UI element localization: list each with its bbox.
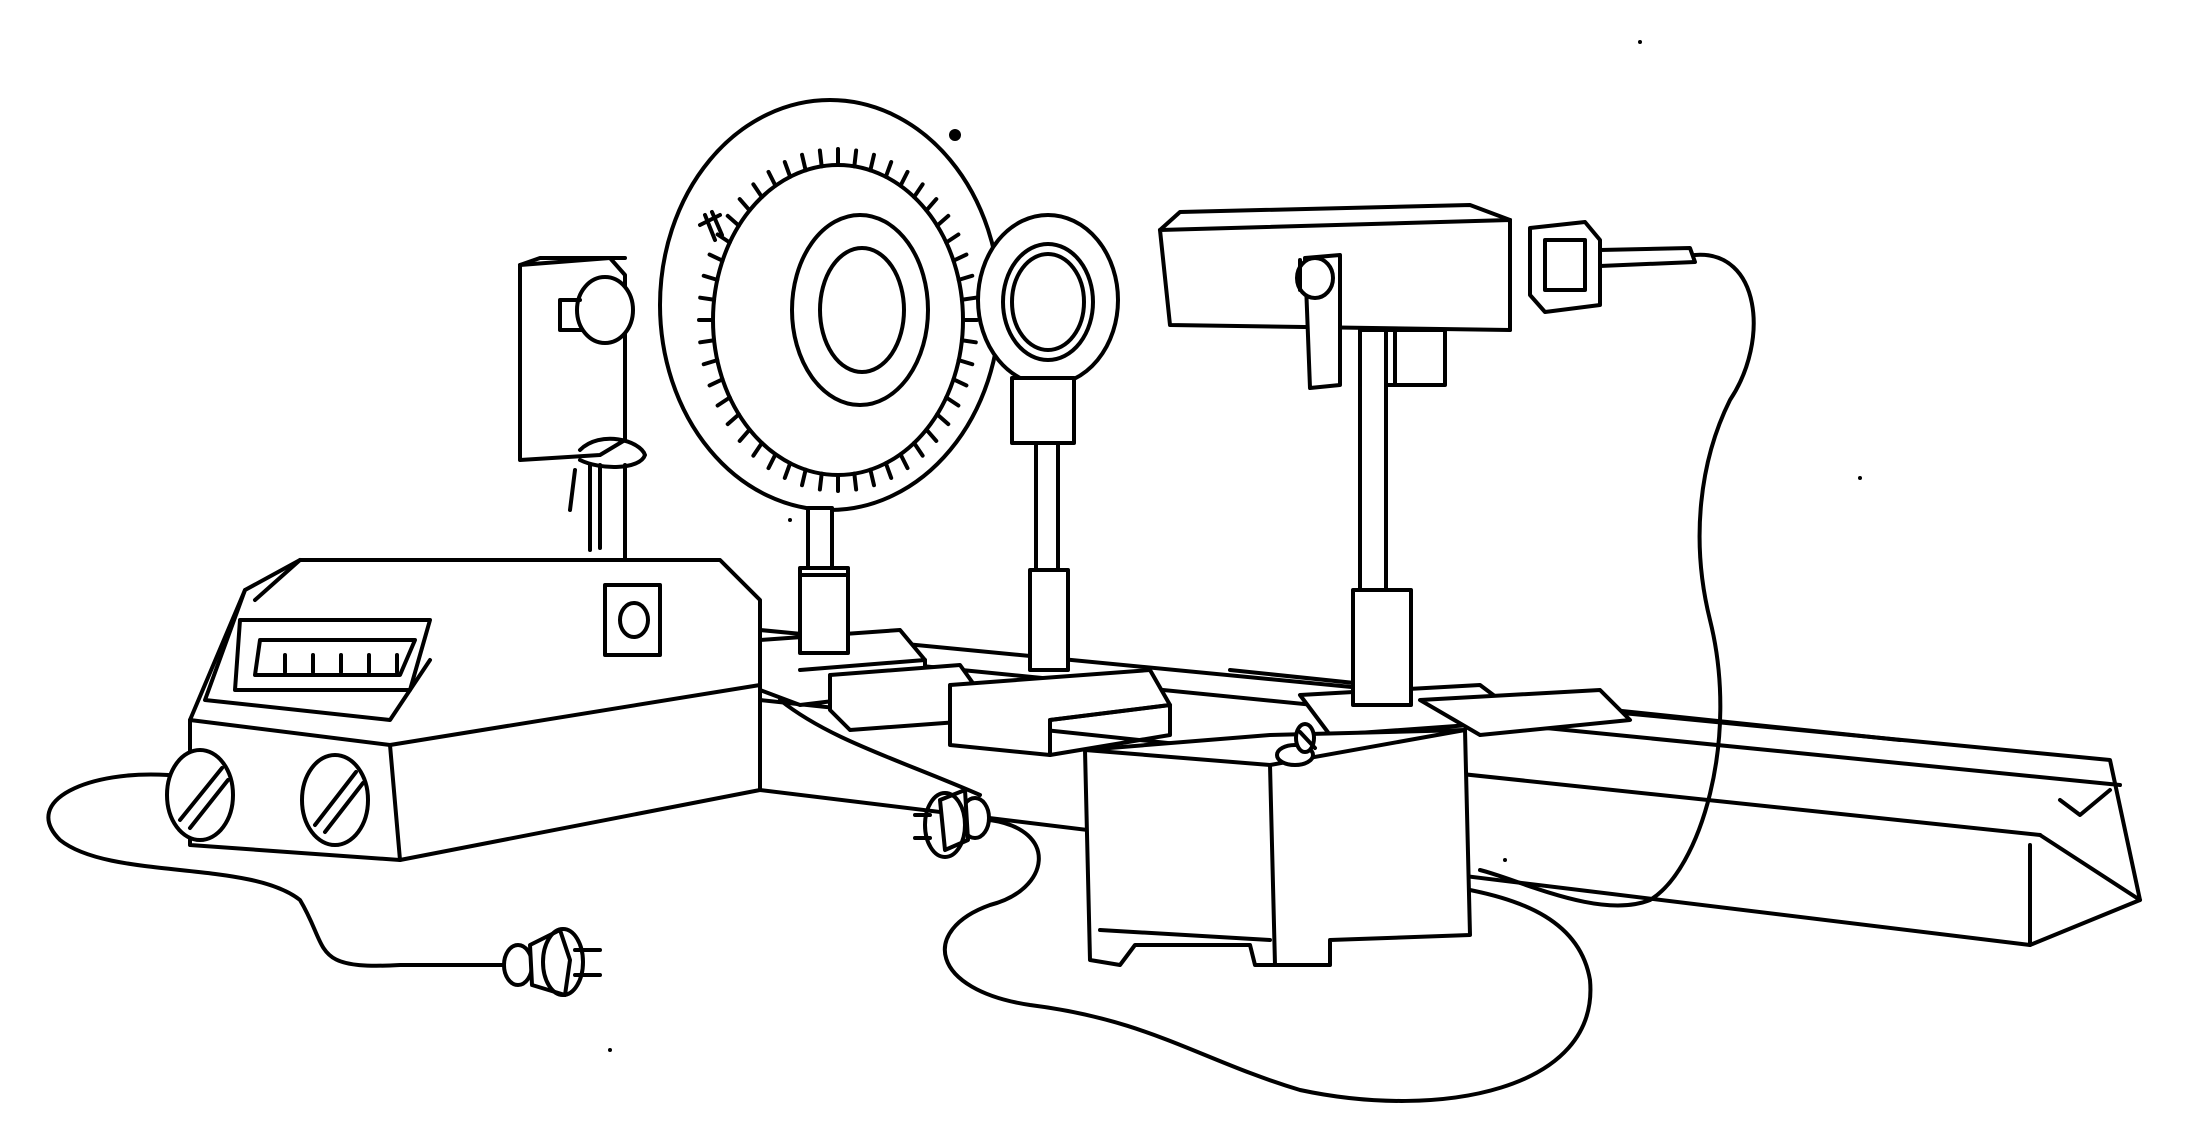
dial-tick: [898, 452, 910, 471]
dial-tick: [817, 148, 824, 169]
dial-tick: [751, 440, 764, 458]
dial-tick: [701, 358, 720, 367]
dial-tick: [852, 471, 859, 492]
dial-tick: [956, 358, 975, 367]
cables: [46, 252, 1756, 1103]
light-source-housing: [518, 256, 647, 562]
dial-tick: [715, 395, 732, 408]
dial-tick: [701, 273, 720, 282]
center-plug: [913, 788, 991, 859]
dial-tick: [868, 152, 876, 173]
dial-tick: [944, 232, 961, 245]
left-plug: [502, 927, 602, 997]
paper-specks: [608, 40, 1862, 1052]
dial-tick: [912, 440, 925, 458]
power-switch: [603, 583, 662, 657]
meter-ticks: [283, 653, 399, 674]
dial-ticks: [697, 147, 979, 493]
dial-tick: [698, 295, 717, 302]
dial-tick: [766, 452, 778, 471]
dial-tick: [883, 461, 894, 480]
dial-tick: [751, 182, 764, 200]
dial-tick: [898, 169, 910, 188]
dial-tick: [725, 213, 741, 228]
dial-tick: [852, 148, 859, 169]
dial-tick: [800, 152, 808, 173]
dial-tick: [725, 412, 741, 427]
dial-tick: [959, 295, 978, 302]
power-supply-box: [165, 558, 762, 862]
polarizer-dial: [658, 98, 1002, 655]
dial-tick: [782, 461, 793, 480]
dial-tick: [951, 377, 969, 388]
galvanometer-box: [1083, 722, 1472, 967]
dial-tick: [715, 232, 732, 245]
dial-tick: [737, 197, 752, 213]
dial-tick: [935, 213, 951, 228]
dial-tick: [935, 412, 951, 427]
lens-ring: [976, 213, 1120, 672]
dial-tick: [737, 427, 752, 443]
dial-tick: [912, 182, 925, 200]
dial-tick: [868, 467, 876, 488]
left-knob: [165, 748, 235, 842]
dial-tick: [800, 467, 808, 488]
dial-tick: [924, 197, 939, 213]
dial-tick: [883, 160, 894, 179]
meter-window: [233, 618, 432, 692]
dial-tick: [707, 377, 725, 388]
dial-tick: [956, 273, 975, 282]
dial-tick: [766, 169, 778, 188]
right-knob: [300, 753, 370, 847]
dial-tick: [924, 427, 939, 443]
dial-tick: [817, 471, 824, 492]
dial-tick: [951, 252, 969, 263]
dial-tick: [698, 338, 717, 345]
dial-tick: [944, 395, 961, 408]
dial-tick: [959, 338, 978, 345]
dial-tick: [707, 252, 725, 263]
dial-tick: [782, 160, 793, 179]
detector-housing: [1158, 203, 1697, 707]
